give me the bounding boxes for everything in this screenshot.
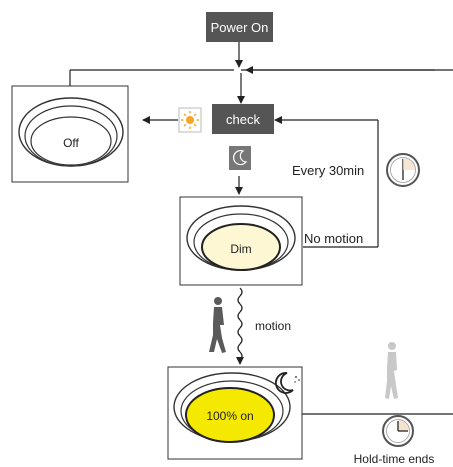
dim-node: Dim: [179, 196, 303, 286]
moon-stars-icon: [275, 372, 300, 394]
person-faded-icon: [385, 342, 398, 399]
off-node: Off: [11, 85, 129, 183]
no-motion-label: No motion: [304, 231, 363, 246]
full-on-label: 100% on: [206, 409, 253, 423]
off-label: Off: [63, 136, 79, 150]
hold-time-clock-icon: [382, 415, 414, 447]
motion-signal: [236, 287, 244, 365]
full-on-node: 100% on: [167, 366, 303, 460]
hold-time-ends-label: Hold-time ends: [354, 452, 435, 466]
moon-icon: [229, 146, 251, 170]
person-walking-icon: [209, 297, 226, 353]
power-on-node: Power On: [206, 12, 273, 42]
every-30min-label: Every 30min: [292, 163, 364, 178]
motion-label: motion: [255, 319, 291, 333]
clock-icon: [386, 153, 420, 187]
check-node: check: [212, 104, 274, 134]
dim-label: Dim: [230, 242, 251, 256]
sun-icon: [178, 107, 202, 133]
connector-lines: [69, 42, 453, 415]
power-on-label: Power On: [211, 20, 269, 35]
check-label: check: [226, 112, 260, 127]
